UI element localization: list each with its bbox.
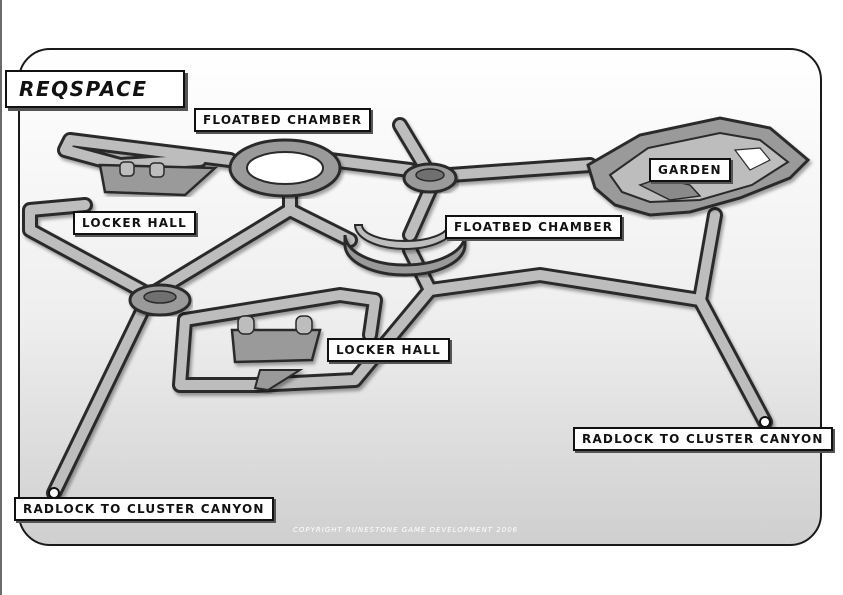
hub-junction-west: [128, 283, 192, 317]
page-left-rule: [0, 0, 2, 595]
label-radlock-left: RADLOCK TO CLUSTER CANYON: [14, 497, 274, 521]
locker-hall-center-room: [230, 315, 322, 392]
locker-hall-left-room: [98, 161, 219, 197]
hub-junction-north: [402, 162, 458, 194]
floatbed-chamber-top-room: [228, 138, 342, 198]
label-garden: GARDEN: [649, 158, 731, 182]
map-title: REQSPACE: [5, 70, 185, 108]
label-floatbed-chamber-right: FLOATBED CHAMBER: [445, 215, 623, 239]
label-radlock-right: RADLOCK TO CLUSTER CANYON: [573, 427, 833, 451]
label-locker-hall-left: LOCKER HALL: [73, 211, 196, 235]
label-locker-hall-center: LOCKER HALL: [327, 338, 450, 362]
radlock-right-marker: [759, 416, 771, 428]
label-floatbed-chamber-top: FLOATBED CHAMBER: [194, 108, 372, 132]
copyright-text: COPYRIGHT RUNESTONE GAME DEVELOPMENT 200…: [293, 526, 519, 534]
